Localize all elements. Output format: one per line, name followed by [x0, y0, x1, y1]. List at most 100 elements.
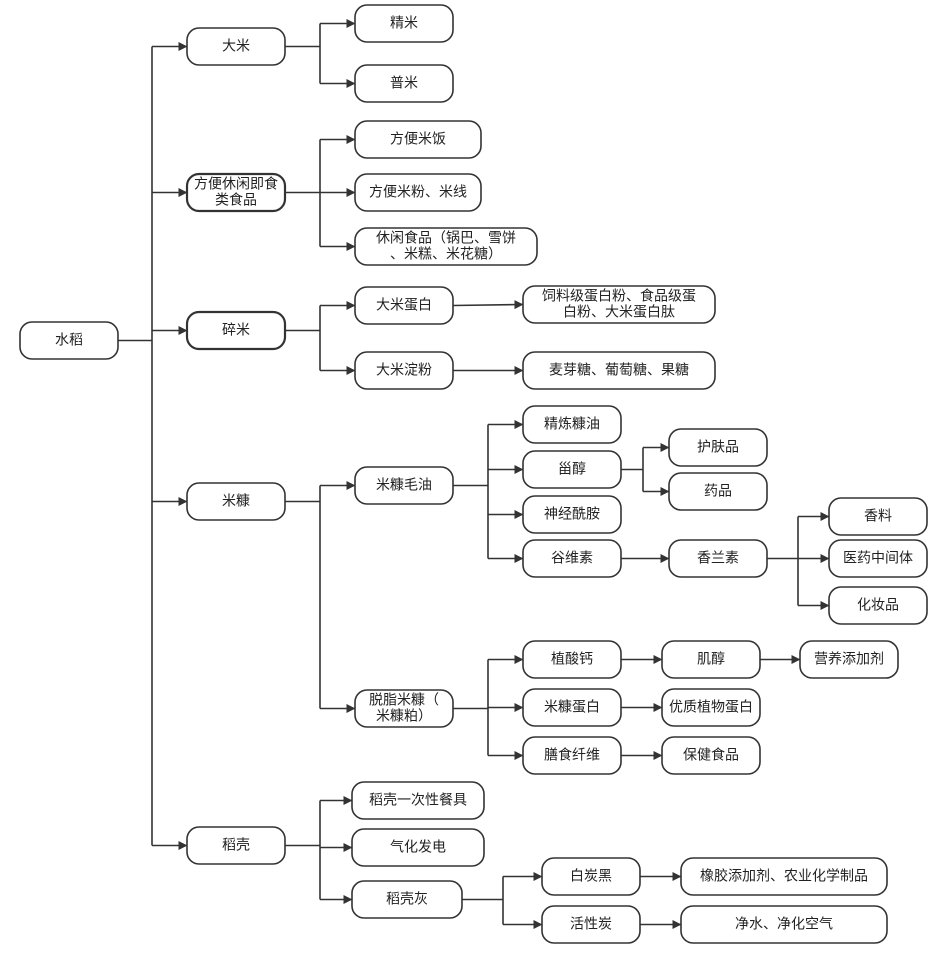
node-box [522, 495, 622, 534]
edge-rice-protein-to-protein-products [452, 300, 524, 310]
node-medicine: 药品 [668, 472, 768, 511]
node-label: 甾醇 [558, 461, 586, 478]
node-box [354, 4, 454, 43]
node-label: 稻壳一次性餐具 [369, 792, 467, 809]
node-label: 大米蛋白 [376, 298, 432, 314]
node-instant-noodles: 方便米粉、米线 [354, 173, 482, 212]
node-label: 米糠毛油 [376, 477, 432, 494]
node-root: 水稻 [19, 321, 119, 360]
node-box [828, 586, 928, 625]
node-label: 精米 [390, 16, 418, 32]
node-label: 米糠 [222, 493, 250, 510]
node-box [828, 497, 928, 536]
node-rubber-agro: 橡胶添加剂、农业化学制品 [680, 857, 888, 896]
node-skincare: 护肤品 [668, 428, 768, 467]
node-label: 保健食品 [683, 747, 739, 764]
node-box [680, 905, 888, 944]
edge-trunk-broken [285, 305, 321, 371]
node-gasification: 气化发电 [351, 828, 485, 867]
node-protein-products: 饲料级蛋白粉、食品级蛋白粉、大米蛋白肽 [522, 285, 716, 324]
node-box [541, 857, 641, 896]
node-box [354, 64, 454, 103]
node-label: 稻壳 [222, 837, 250, 854]
node-label: 活性炭 [570, 917, 612, 933]
node-bran-protein: 米糠蛋白 [522, 688, 622, 727]
node-label: 优质植物蛋白 [669, 700, 753, 716]
edge-trunk-vanillin [767, 516, 799, 606]
node-oryzanol: 谷维素 [522, 539, 622, 578]
node-label: 香料 [864, 509, 892, 525]
diagram-nodes: 水稻大米精米普米方便休闲即食类食品方便米饭方便米粉、米线休闲食品（锅巴、雪饼、米… [19, 4, 928, 944]
node-snacks: 休闲食品（锅巴、雪饼、米糕、米花糖） [354, 227, 538, 266]
node-label: 方便米饭 [390, 132, 446, 148]
node-label: 医药中间体 [843, 551, 913, 567]
node-box [668, 472, 768, 511]
node-label: 大米 [222, 39, 250, 55]
node-label: 方便休闲即食类食品 [194, 176, 278, 209]
node-box [522, 405, 622, 444]
node-label: 白炭黑 [570, 869, 612, 885]
edge-trunk-rice [285, 23, 321, 84]
node-rice-starch: 大米淀粉 [354, 351, 454, 390]
node-box [661, 688, 761, 727]
node-box [522, 539, 622, 578]
node-label: 碎米 [222, 323, 250, 339]
node-box [185, 172, 287, 213]
node-label: 谷维素 [551, 551, 593, 567]
node-box [828, 539, 928, 578]
node-label: 休闲食品（锅巴、雪饼、米糕、米花糖） [376, 230, 516, 263]
node-box [680, 857, 888, 896]
node-box [354, 227, 538, 266]
node-label: 膳食纤维 [544, 747, 600, 764]
node-label: 植酸钙 [551, 652, 593, 668]
node-box [351, 781, 485, 820]
node-label: 化妆品 [857, 598, 899, 614]
node-label: 麦芽糖、葡萄糖、果糖 [549, 363, 689, 379]
node-pharma-intermediate: 医药中间体 [828, 539, 928, 578]
node-nutrition-additive: 营养添加剂 [799, 640, 899, 679]
node-broken: 碎米 [185, 310, 287, 351]
node-white-carbon: 白炭黑 [541, 857, 641, 896]
node-phytin: 植酸钙 [522, 640, 622, 679]
node-rice-protein: 大米蛋白 [354, 286, 454, 325]
node-refined-oil: 精炼糠油 [522, 405, 622, 444]
node-label: 气化发电 [390, 840, 446, 856]
node-box [522, 640, 622, 679]
node-box [522, 688, 622, 727]
node-bran: 米糠 [186, 482, 286, 521]
node-label: 神经酰胺 [544, 507, 600, 523]
node-rice-refined: 精米 [354, 4, 454, 43]
node-box [668, 539, 768, 578]
node-ceramide: 神经酰胺 [522, 495, 622, 534]
node-vanillin: 香兰素 [668, 539, 768, 578]
node-box [668, 428, 768, 467]
edge-trunk-root [118, 46, 153, 846]
node-crude-oil: 米糠毛油 [354, 466, 454, 505]
node-label: 方便米粉、米线 [369, 185, 467, 201]
node-box [522, 450, 622, 489]
node-box [354, 466, 454, 505]
node-box [186, 482, 286, 521]
node-box [522, 736, 622, 775]
node-box [541, 905, 641, 944]
node-tableware: 稻壳一次性餐具 [351, 781, 485, 820]
node-husk-ash: 稻壳灰 [351, 880, 463, 919]
node-instant: 方便休闲即食类食品 [185, 172, 287, 213]
node-sugars: 麦芽糖、葡萄糖、果糖 [522, 351, 716, 390]
node-instant-rice: 方便米饭 [354, 120, 482, 159]
edge-trunk-instant [285, 139, 321, 247]
node-box [661, 736, 761, 775]
node-fragrance: 香料 [828, 497, 928, 536]
node-box [522, 351, 716, 390]
node-box [186, 826, 286, 865]
node-box [185, 310, 287, 351]
node-fiber: 膳食纤维 [522, 736, 622, 775]
node-label: 脱脂米糠（米糠粕） [369, 692, 439, 725]
node-label: 米糠蛋白 [544, 699, 600, 716]
node-box [354, 689, 454, 728]
node-rice: 大米 [186, 27, 286, 66]
edge-trunk-husk-ash [462, 876, 504, 925]
node-inositol: 肌醇 [661, 640, 761, 679]
node-label: 饲料级蛋白粉、食品级蛋白粉、大米蛋白肽 [542, 288, 696, 321]
edge-trunk-defatted-bran [453, 659, 489, 756]
